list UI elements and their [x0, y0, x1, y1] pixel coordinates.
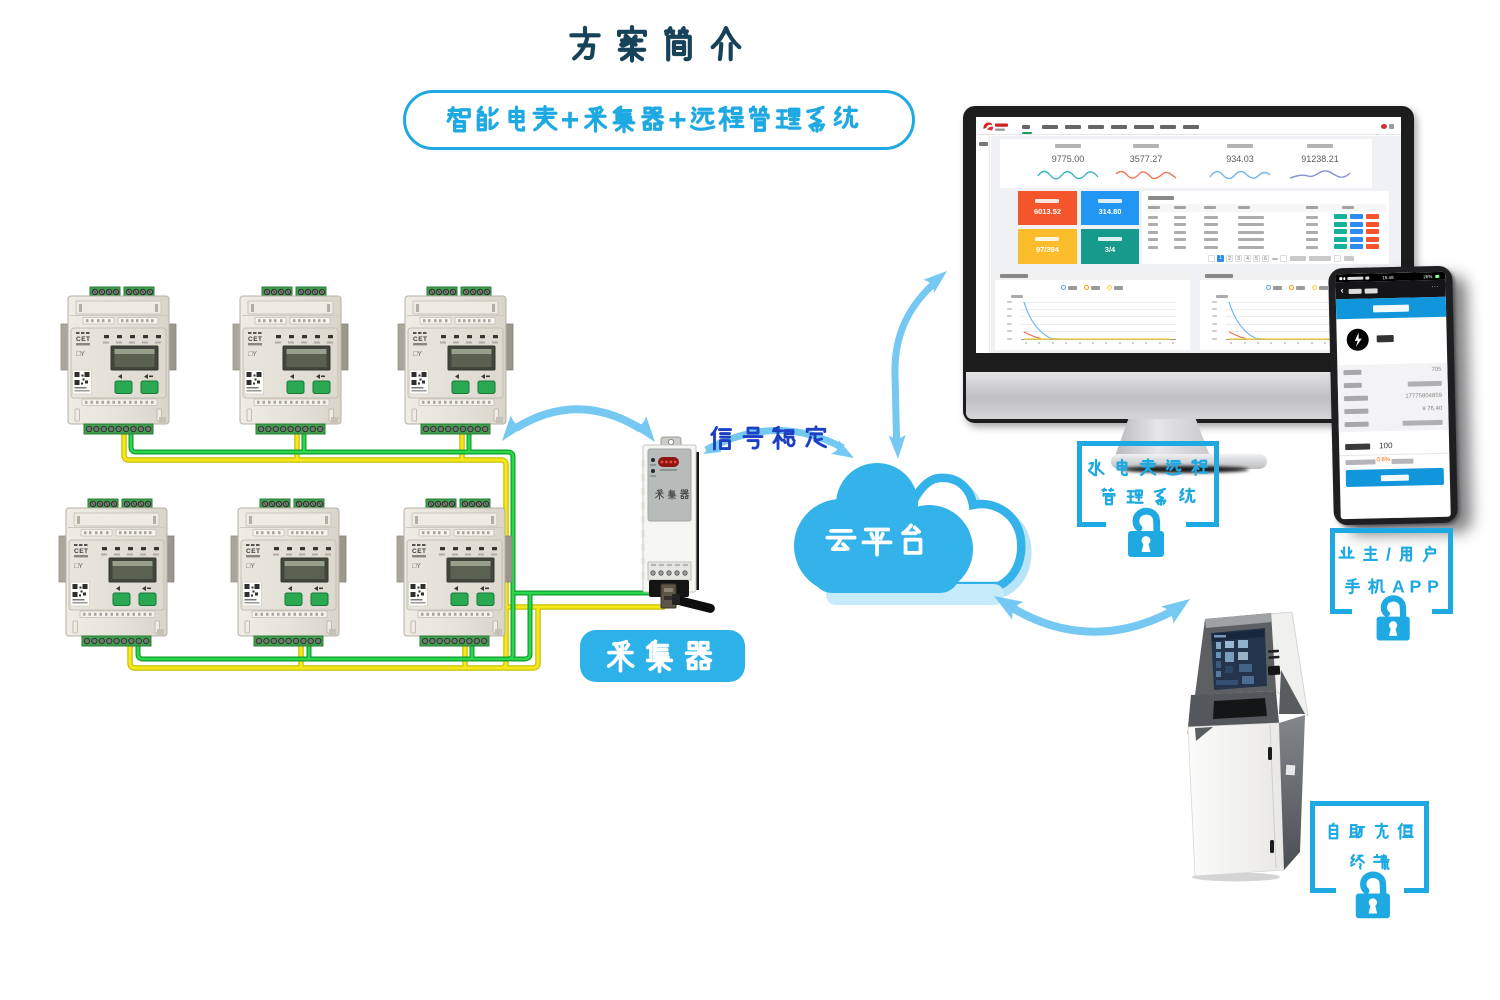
svg-text:P: P [1410, 577, 1422, 597]
svg-text:A: A [1392, 577, 1405, 597]
svg-text:/: / [1386, 545, 1391, 565]
svg-text:P: P [1427, 577, 1439, 597]
